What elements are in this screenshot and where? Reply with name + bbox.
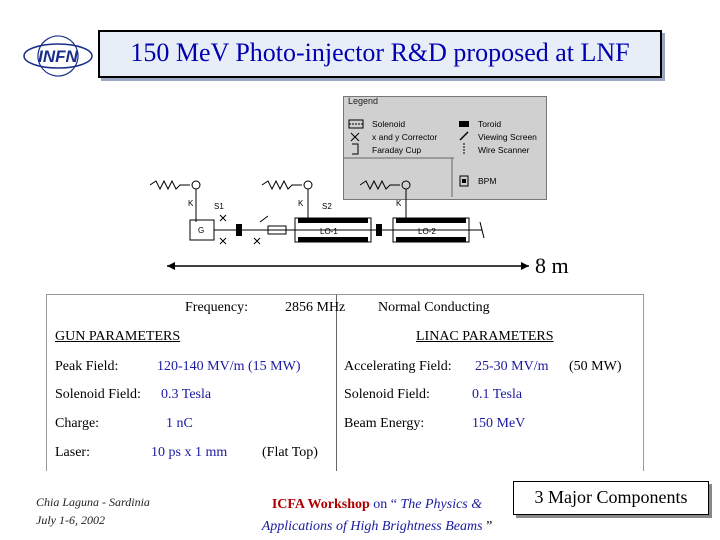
linac-params-box xyxy=(336,294,644,471)
accel-field-value: 25-30 MV/m xyxy=(475,359,549,374)
workshop-physics: The Physics & xyxy=(400,497,483,512)
gun-solenoid-label: Solenoid Field: xyxy=(55,387,141,402)
wire-scanner-icon xyxy=(463,143,465,155)
footer-line-1: ICFA Workshop on “ The Physics & xyxy=(232,494,522,516)
s1-label: S1 xyxy=(214,202,224,211)
footer-location: Chia Laguna - Sardinia xyxy=(36,495,150,509)
frequency-value: 2856 MHz xyxy=(285,300,346,315)
lo2-label: LO-2 xyxy=(418,227,436,236)
major-components-label: 3 Major Components xyxy=(534,487,688,507)
page-title: 150 MeV Photo-injector R&D proposed at L… xyxy=(130,38,630,67)
peak-field-label: Peak Field: xyxy=(55,359,119,374)
scale-bar xyxy=(167,262,529,270)
beam-energy-value: 150 MeV xyxy=(472,416,526,431)
lo1-label: LO-1 xyxy=(320,227,338,236)
svg-text:INFN: INFN xyxy=(38,47,78,66)
solenoid-icon xyxy=(348,119,364,129)
legend-panel: Legend Solenoid x and y Corrector Farada… xyxy=(343,96,547,200)
footer-line-2: Applications of High Brightness Beams ” xyxy=(232,516,522,538)
klystron-2-label: K xyxy=(298,199,304,208)
legend-solenoid: Solenoid xyxy=(372,119,406,129)
major-components-box: 3 Major Components xyxy=(513,481,709,515)
accel-power: (50 MW) xyxy=(569,359,622,374)
klystron-3-label: K xyxy=(396,199,402,208)
infn-logo: INFN xyxy=(23,35,93,77)
laser-value: 10 ps x 1 mm xyxy=(151,445,228,460)
gun-label: G xyxy=(198,226,204,235)
viewing-screen-icon xyxy=(459,131,469,141)
workshop-applications: Applications of High Brightness Beams xyxy=(261,519,483,534)
footer-date: July 1-6, 2002 xyxy=(36,513,105,527)
linac-solenoid-label: Solenoid Field: xyxy=(344,387,430,402)
legend-corrector: x and y Corrector xyxy=(372,132,438,142)
footer-location-block: Chia Laguna - Sardinia July 1-6, 2002 xyxy=(36,493,150,529)
linac-heading: LINAC PARAMETERS xyxy=(416,329,554,344)
klystron-1-label: K xyxy=(188,199,194,208)
faraday-cup-icon xyxy=(352,143,359,155)
gun-solenoid-value: 0.3 Tesla xyxy=(161,387,212,402)
accel-field-label: Accelerating Field: xyxy=(344,359,452,374)
charge-value: 1 nC xyxy=(166,416,193,431)
legend-title: Legend xyxy=(348,96,379,106)
corrector-icon xyxy=(350,132,360,142)
workshop-on: on “ xyxy=(369,497,401,512)
legend-wire: Wire Scanner xyxy=(478,145,530,155)
linac-solenoid-value: 0.1 Tesla xyxy=(472,387,523,402)
gun-params-box xyxy=(46,294,337,471)
laser-label: Laser: xyxy=(55,445,90,460)
workshop-name: ICFA Workshop xyxy=(271,497,370,512)
frequency-label: Frequency: xyxy=(185,300,248,315)
title-box: 150 MeV Photo-injector R&D proposed at L… xyxy=(98,30,662,78)
footer-workshop-block: ICFA Workshop on “ The Physics & Applica… xyxy=(232,494,522,538)
legend-bpm: BPM xyxy=(478,176,497,186)
laser-note: (Flat Top) xyxy=(262,445,318,460)
peak-field-value: 120-140 MV/m (15 MW) xyxy=(157,359,301,374)
beam-energy-label: Beam Energy: xyxy=(344,416,425,431)
charge-label: Charge: xyxy=(55,416,100,431)
legend-faraday: Faraday Cup xyxy=(372,145,422,155)
s2-label: S2 xyxy=(322,202,332,211)
legend-divider xyxy=(344,157,454,197)
workshop-close-quote: ” xyxy=(482,519,493,534)
gun-heading: GUN PARAMETERS xyxy=(55,329,181,344)
bpm-icon xyxy=(459,175,469,187)
legend-toroid: Toroid xyxy=(478,119,502,129)
conducting-label: Normal Conducting xyxy=(378,300,490,315)
beamline-diagram: K K K S1 S2 G LO-1 LO-2 xyxy=(150,179,485,245)
legend-viewing: Viewing Screen xyxy=(478,132,537,142)
scale-label: 8 m xyxy=(535,253,569,278)
toroid-icon xyxy=(459,121,469,127)
